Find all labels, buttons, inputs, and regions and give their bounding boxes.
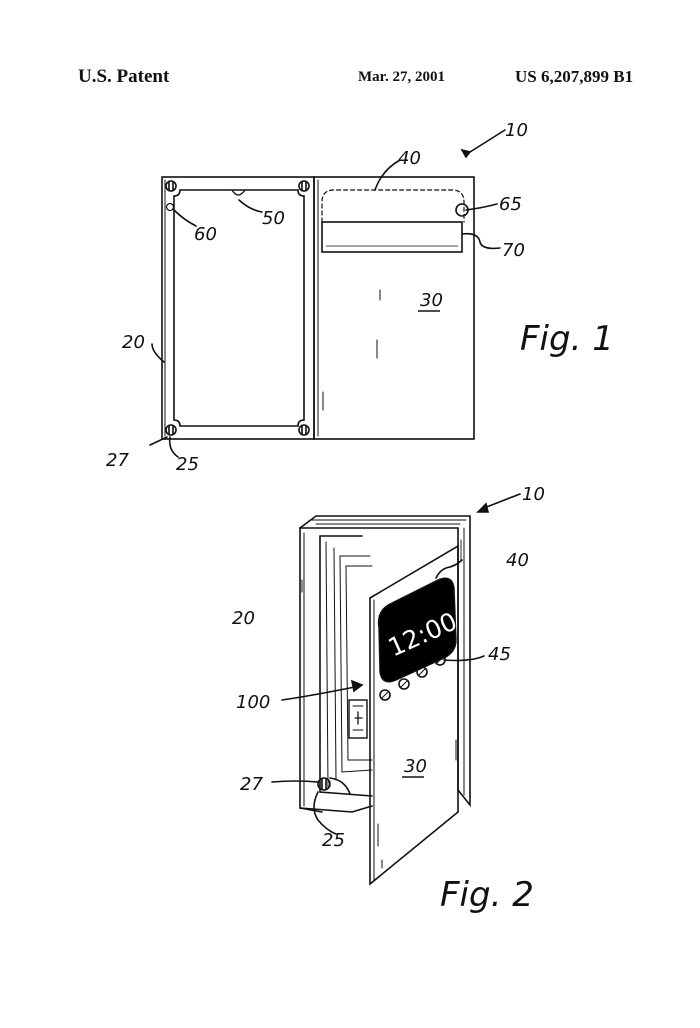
fig2-label-27: 27	[240, 774, 263, 795]
fig1-label-25: 25	[176, 454, 199, 475]
fig2-label-100: 100	[236, 692, 270, 713]
fig1-label-10: 10	[505, 120, 528, 141]
fig1-door	[314, 177, 474, 439]
fig1-label-60: 60	[194, 224, 217, 245]
fig1-display-outline	[322, 190, 464, 222]
fig1-label-70: 70	[502, 240, 525, 261]
fig1-screws	[166, 181, 309, 435]
fig1-label-50: 50	[262, 208, 285, 229]
fig2-housing	[300, 528, 322, 812]
fig1-label-40: 40	[398, 148, 421, 169]
fig2-label-45: 45	[488, 644, 511, 665]
fig2-caption: Fig. 2	[440, 875, 534, 915]
fig2-label-10: 10	[522, 484, 545, 505]
fig1-label-27: 27	[106, 450, 129, 471]
figure-1-drawing	[150, 130, 505, 457]
fig2-label-25: 25	[322, 830, 345, 851]
fig1-caption: Fig. 1	[520, 319, 614, 359]
fig1-label-20: 20	[122, 332, 145, 353]
fig2-label-20: 20	[232, 608, 255, 629]
fig1-strip	[322, 222, 462, 252]
fig2-label-40: 40	[506, 550, 529, 571]
figure-2-drawing	[272, 494, 520, 884]
fig1-label-30: 30	[420, 290, 443, 311]
fig1-frame	[162, 177, 314, 439]
fig1-label-65: 65	[499, 194, 522, 215]
fig2-label-30: 30	[404, 756, 427, 777]
